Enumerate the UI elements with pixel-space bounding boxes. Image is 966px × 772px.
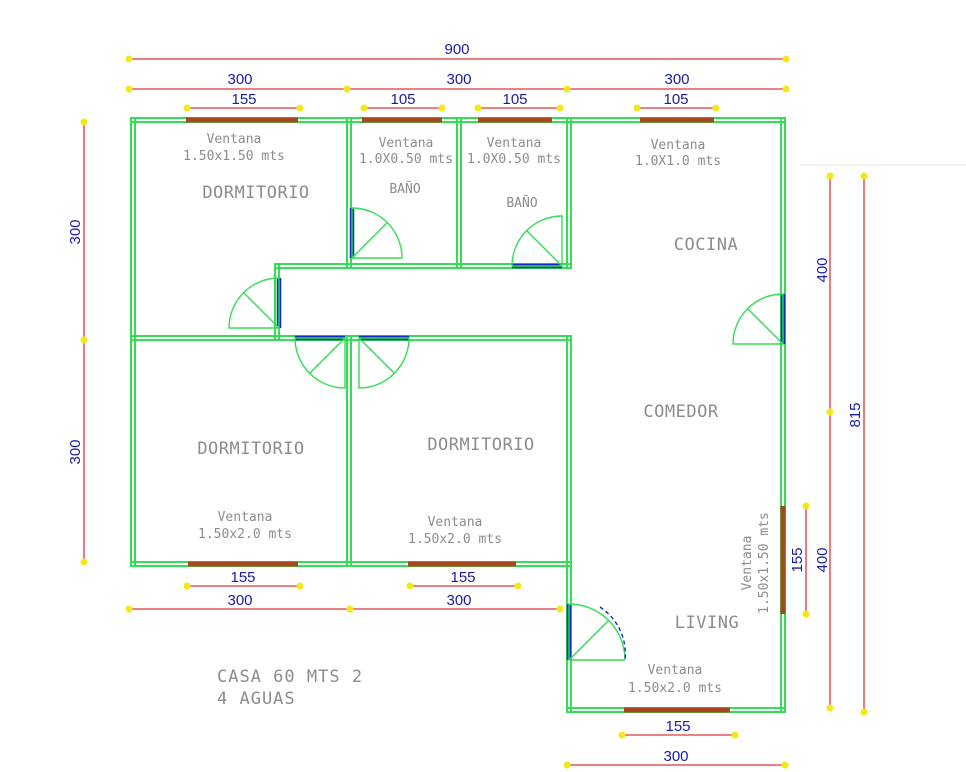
wall-right xyxy=(780,117,786,713)
wall-bano-bano xyxy=(456,117,462,269)
dim-bottom-c: 300 xyxy=(663,748,688,765)
wall-dorm2-dorm3 xyxy=(346,335,352,567)
window-size-w8: 1.50x2.0 mts xyxy=(628,681,722,696)
plan-title: CASA 60 MTS 2 4 AGUAS xyxy=(217,667,363,709)
window-size-w6: 1.50x2.0 mts xyxy=(408,532,502,547)
dim-win-bottom-1: 155 xyxy=(230,569,255,586)
room-labels: DORMITORIO BAÑO BAÑO COCINA COMEDOR DORM… xyxy=(197,181,739,633)
room-dorm2: DORMITORIO xyxy=(197,439,304,459)
window-label-w8: Ventana xyxy=(648,663,703,678)
dimension-markers xyxy=(80,55,868,769)
window-size-w7: 1.50x1.50 mts xyxy=(757,512,772,614)
dim-win-bottom-2: 155 xyxy=(450,569,475,586)
dim-left-upper: 300 xyxy=(67,219,84,244)
room-bano1: BAÑO xyxy=(389,181,420,197)
window-size-w3: 1.0X0.50 mts xyxy=(467,152,561,167)
window-labels: Ventana 1.50x1.50 mts Ventana 1.0X0.50 m… xyxy=(183,132,772,696)
window-label-w6: Ventana xyxy=(428,515,483,530)
window-label-w4: Ventana xyxy=(651,138,706,153)
dim-right-living: 400 xyxy=(814,547,831,572)
dimension-labels: 900 300 300 300 155 105 105 105 300 300 … xyxy=(67,41,864,765)
door-swing-dorm3 xyxy=(358,337,410,389)
dim-win-top-3: 105 xyxy=(502,91,527,108)
window-size-w5: 1.50x2.0 mts xyxy=(198,527,292,542)
dim-top-c: 300 xyxy=(664,71,689,88)
room-dorm3: DORMITORIO xyxy=(427,435,534,455)
door-swing-dorm1 xyxy=(228,277,280,329)
window-label-w5: Ventana xyxy=(218,510,273,525)
dim-win-right: 155 xyxy=(789,547,806,572)
dim-left-lower: 300 xyxy=(67,439,84,464)
plan-title-line2: 4 AGUAS xyxy=(217,689,296,709)
room-living: LIVING xyxy=(675,613,739,633)
wall-dorm3-comedor xyxy=(566,335,572,567)
windows xyxy=(186,117,786,713)
dim-top-a: 300 xyxy=(227,71,252,88)
dim-top-b: 300 xyxy=(446,71,471,88)
wall-bano-cocina xyxy=(566,117,572,269)
dim-total-width: 900 xyxy=(444,41,469,58)
dim-win-top-4: 105 xyxy=(663,91,688,108)
door-swing-bano1 xyxy=(351,207,403,259)
dim-win-bottom-3: 155 xyxy=(665,718,690,735)
window-label-w3: Ventana xyxy=(487,136,542,151)
window-size-w2: 1.0X0.50 mts xyxy=(359,152,453,167)
dim-win-top-1: 155 xyxy=(231,91,256,108)
dim-right-kitchen: 400 xyxy=(814,257,831,282)
room-comedor: COMEDOR xyxy=(643,402,718,422)
door-swing-bano2 xyxy=(511,215,563,267)
dim-bottom-a: 300 xyxy=(227,592,252,609)
door-swing-cocina xyxy=(732,293,784,345)
window-size-w1: 1.50x1.50 mts xyxy=(183,149,285,164)
dim-bottom-b: 300 xyxy=(446,592,471,609)
dim-right-total: 815 xyxy=(847,402,864,427)
window-size-w4: 1.0X1.0 mts xyxy=(635,154,721,169)
window-label-w2: Ventana xyxy=(379,136,434,151)
window-label-w1: Ventana xyxy=(207,132,262,147)
room-bano2: BAÑO xyxy=(506,195,537,211)
door-swing-entry xyxy=(568,603,626,661)
door-swing-dorm2 xyxy=(294,337,346,389)
plan-title-line1: CASA 60 MTS 2 xyxy=(217,667,363,687)
wall-left xyxy=(130,117,136,567)
window-label-w7: Ventana xyxy=(740,536,755,591)
room-cocina: COCINA xyxy=(674,235,738,255)
dim-win-top-2: 105 xyxy=(390,91,415,108)
room-dorm1: DORMITORIO xyxy=(202,183,309,203)
doors xyxy=(228,207,786,661)
